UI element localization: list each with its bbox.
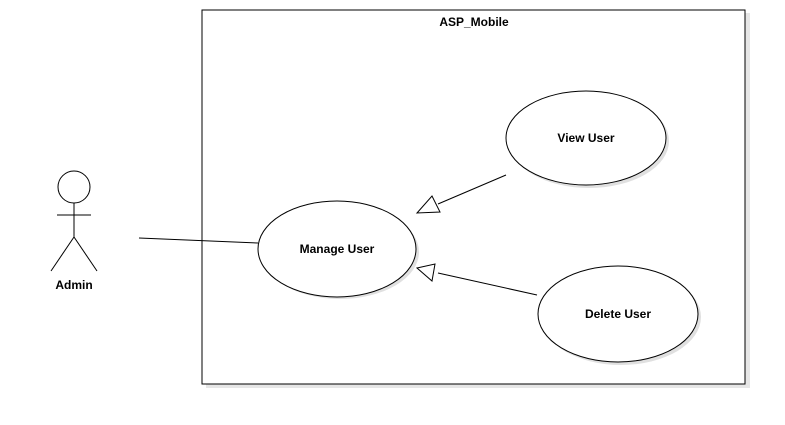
use-case-ellipse: [257, 200, 417, 298]
generalization-line: [437, 174, 507, 205]
generalization-arrowhead: [415, 195, 441, 214]
actor-label: Admin: [55, 278, 92, 292]
actor-head: [57, 170, 91, 204]
actor-left-leg: [50, 236, 75, 272]
use-case-ellipse: [505, 90, 667, 186]
actor-admin[interactable]: Admin: [50, 170, 98, 292]
use-case-ellipse: [537, 265, 699, 363]
use-case-view-user[interactable]: View User: [505, 90, 669, 188]
system-title: ASP_Mobile: [439, 15, 509, 29]
generalization-delete-user-to-manage-user[interactable]: [415, 263, 538, 296]
generalization-arrowhead: [415, 263, 436, 282]
use-case-label: View User: [557, 131, 614, 145]
actor-right-leg: [73, 236, 98, 272]
use-case-label: Delete User: [585, 307, 651, 321]
use-case-manage-user[interactable]: Manage User: [257, 200, 419, 299]
generalization-view-user-to-manage-user[interactable]: [415, 174, 507, 214]
generalization-line: [437, 272, 538, 296]
association-admin-manage-user[interactable]: [138, 237, 259, 244]
use-case-delete-user[interactable]: Delete User: [537, 265, 701, 365]
use-case-label: Manage User: [300, 242, 375, 256]
